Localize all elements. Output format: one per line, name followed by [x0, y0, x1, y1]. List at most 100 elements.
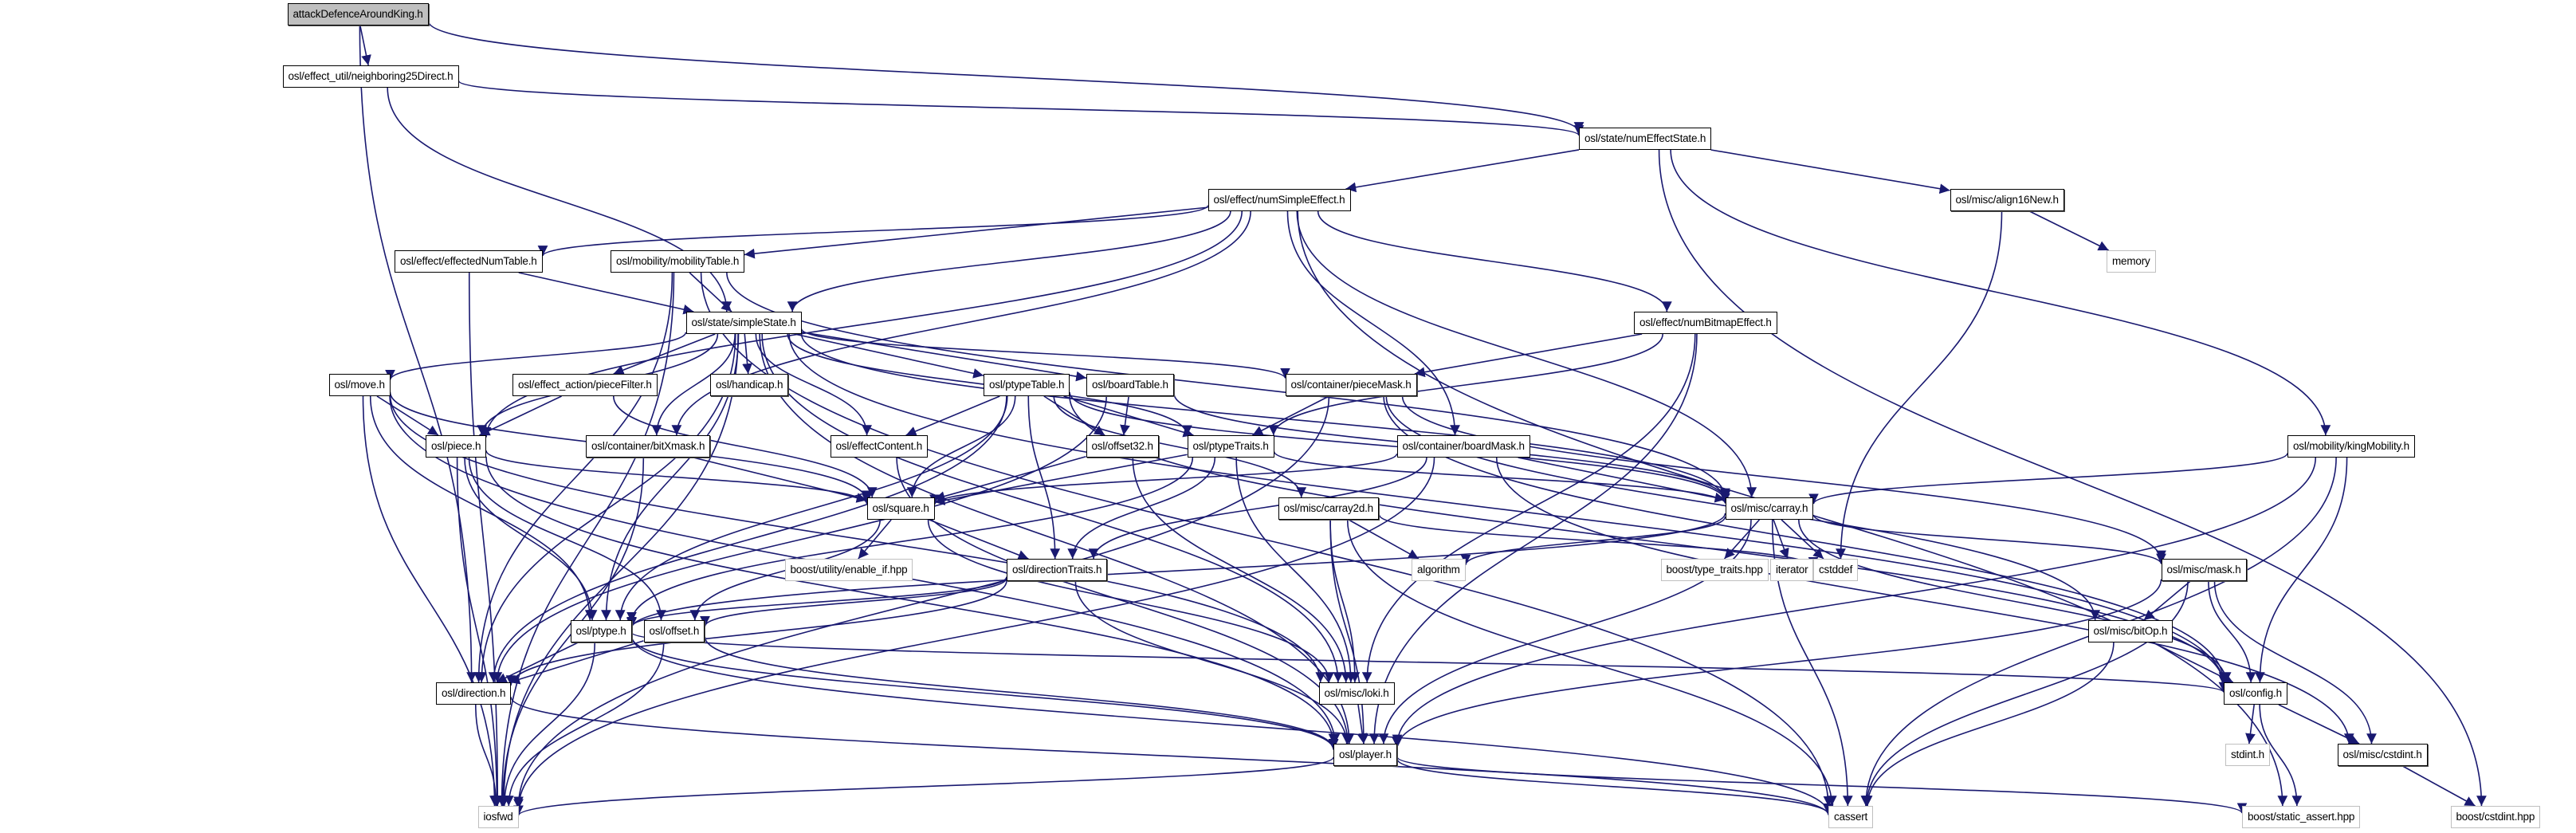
edge-nes-to-km	[1670, 149, 2331, 436]
edge-c2d-to-loki	[1329, 519, 1361, 683]
edge-move-to-iosfwd	[362, 395, 500, 807]
node-pieceMask[interactable]: osl/container/pieceMask.h	[1285, 374, 1417, 396]
node-bitXmask[interactable]: osl/container/bitXmask.h	[586, 435, 711, 458]
edge-mask-to-cfg	[2208, 580, 2256, 683]
node-mask[interactable]: osl/misc/mask.h	[2161, 559, 2247, 581]
node-offset32[interactable]: osl/offset32.h	[1086, 435, 1159, 458]
node-numBitmapEffect[interactable]: osl/effect/numBitmapEffect.h	[1634, 312, 1777, 334]
node-type_traits: boost/type_traits.hpp	[1660, 559, 1769, 581]
edge-piece-to-iosfwd	[456, 457, 502, 807]
edge-ss-to-cfg	[788, 333, 2229, 686]
edge-ptype-to-cassert	[630, 635, 1834, 814]
node-config[interactable]: osl/config.h	[2224, 682, 2287, 705]
node-boost-cstdint: boost/cstdint.hpp	[2450, 806, 2541, 828]
edge-ss-to-pm	[800, 328, 1290, 379]
edge-root-to-n25	[359, 25, 371, 66]
edge-bitop-to-cfg	[2152, 642, 2234, 683]
node-carray2d[interactable]: osl/misc/carray2d.h	[1278, 497, 1379, 520]
edge-nbe-to-ptr	[1268, 333, 1663, 436]
node-enable_if: boost/utility/enable_if.hpp	[784, 559, 913, 581]
node-misc-cstdint[interactable]: osl/misc/cstdint.h	[2337, 744, 2428, 766]
node-cstddef: cstddef	[1813, 559, 1859, 581]
node-pieceFilter[interactable]: osl/effect_action/pieceFilter.h	[512, 374, 658, 396]
edge-ptt-to-ec	[905, 395, 1000, 436]
node-neighboring25Direct[interactable]: osl/effect_util/neighboring25Direct.h	[282, 65, 459, 88]
edge-km-to-ca	[1808, 453, 2288, 505]
node-loki[interactable]: osl/misc/loki.h	[1318, 682, 1395, 705]
edge-ss-to-ca	[800, 333, 1730, 501]
edge-ent-to-ss	[518, 272, 694, 315]
node-directionTraits[interactable]: osl/directionTraits.h	[1007, 559, 1108, 581]
edge-c2d-to-player	[1329, 519, 1369, 745]
node-ptype[interactable]: osl/ptype.h	[570, 620, 632, 642]
node-simpleState[interactable]: osl/state/simpleState.h	[685, 312, 802, 334]
edge-ca-to-ptype	[626, 513, 1726, 629]
node-align16New[interactable]: osl/misc/align16New.h	[1950, 189, 2064, 211]
edge-sq-to-dt	[929, 519, 1029, 560]
node-ptypeTable[interactable]: osl/ptypeTable.h	[984, 374, 1070, 396]
node-ptypeTraits[interactable]: osl/ptypeTraits.h	[1187, 435, 1274, 458]
edge-mask-to-bitop	[2143, 580, 2191, 621]
edge-nbe-to-loki	[1361, 333, 1696, 683]
node-bitOp[interactable]: osl/misc/bitOp.h	[2087, 620, 2174, 642]
node-player[interactable]: osl/player.h	[1333, 744, 1397, 766]
edge-bxm-to-sq	[693, 457, 867, 503]
edge-root-to-dir	[359, 25, 477, 683]
edge-nse-to-bxm	[671, 210, 1251, 436]
edge-dir-to-iosfwd	[475, 704, 501, 807]
edge-nes-to-nse	[1345, 149, 1580, 193]
node-square[interactable]: osl/square.h	[866, 497, 935, 520]
node-piece[interactable]: osl/piece.h	[426, 435, 487, 458]
edge-km-to-cfg	[2255, 457, 2348, 683]
edge-nse-to-ent	[537, 205, 1209, 257]
node-carray[interactable]: osl/misc/carray.h	[1725, 497, 1814, 520]
node-static_assert: boost/static_assert.hpp	[2242, 806, 2361, 828]
node-effectedNumTable[interactable]: osl/effect/effectedNumTable.h	[395, 250, 543, 273]
edge-mask-to-player	[1392, 579, 2162, 749]
node-boardMask[interactable]: osl/container/boardMask.h	[1396, 435, 1530, 458]
edge-move-to-piece	[376, 395, 439, 436]
edge-pm-to-iosfwd	[513, 395, 1330, 807]
edge-mob-to-ss	[689, 272, 732, 312]
edge-mcs-to-bcs	[2402, 765, 2476, 807]
edge-layer	[359, 21, 2487, 816]
edge-cfg-to-stdint	[2245, 704, 2256, 745]
edge-piece-to-sq	[485, 450, 872, 505]
node-direction[interactable]: osl/direction.h	[436, 682, 512, 705]
node-numEffectState[interactable]: osl/state/numEffectState.h	[1579, 128, 1712, 150]
edge-ent-to-iosfwd	[468, 272, 503, 807]
edge-bitop-to-cassert	[1862, 642, 2115, 807]
edge-bm-to-sq	[929, 453, 1398, 505]
edge-a16-to-csd	[1836, 210, 2003, 560]
edge-dt-to-dir	[505, 580, 1007, 686]
edge-ca-to-alg	[1460, 516, 1726, 565]
node-numSimpleEffect[interactable]: osl/effect/numSimpleEffect.h	[1208, 189, 1351, 211]
edge-c2d-to-cassert	[1346, 519, 1837, 807]
node-mobilityTable[interactable]: osl/mobility/mobilityTable.h	[611, 250, 745, 273]
edge-player-to-cassert	[1396, 758, 1834, 815]
edge-dir-to-cassert	[510, 697, 1834, 815]
node-effectContent[interactable]: osl/effectContent.h	[830, 435, 929, 458]
edge-ss-to-bxm	[651, 333, 736, 436]
edge-ss-to-dir	[476, 333, 736, 683]
node-attackDefenceAroundKing[interactable]: attackDefenceAroundKing.h	[287, 3, 429, 26]
edge-pm-to-mask	[1401, 395, 2166, 561]
node-boardTable[interactable]: osl/boardTable.h	[1086, 374, 1174, 396]
node-handicap[interactable]: osl/handicap.h	[710, 374, 789, 396]
edge-bm-to-iosfwd	[513, 457, 1435, 810]
edge-ca-to-cfg	[1798, 519, 2232, 683]
node-stdint: stdint.h	[2225, 744, 2270, 766]
edge-ss-to-move	[385, 332, 687, 381]
edge-ptt-to-ptr	[1063, 395, 1194, 438]
edge-nes-to-a16	[1710, 149, 1950, 194]
edge-nse-to-bm	[1286, 210, 1460, 436]
edge-ptt-to-ptype	[615, 395, 1008, 621]
node-kingMobility[interactable]: osl/mobility/kingMobility.h	[2287, 435, 2415, 458]
edge-ss-to-ptt	[794, 333, 984, 379]
node-move[interactable]: osl/move.h	[328, 374, 391, 396]
edge-ptt-to-c2d	[1053, 395, 1307, 498]
edge-mob-to-dir	[473, 272, 673, 683]
edge-off-to-iosfwd	[503, 642, 665, 807]
node-offset[interactable]: osl/offset.h	[643, 620, 705, 642]
edge-ss-to-iosfwd	[498, 333, 739, 807]
